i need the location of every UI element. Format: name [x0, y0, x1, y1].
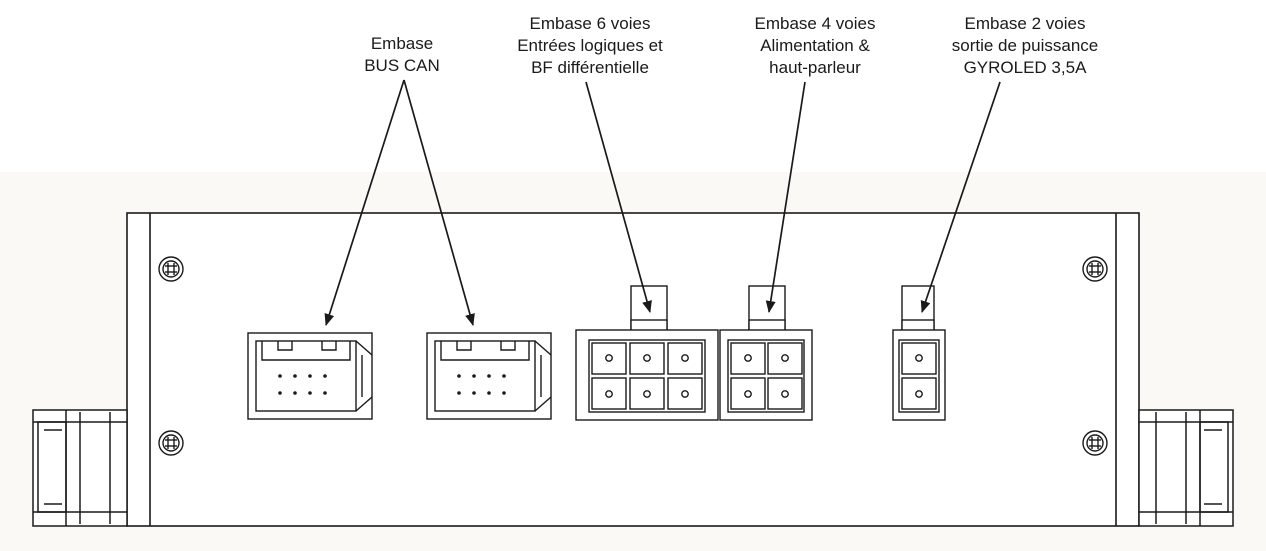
- arrow-can-1: [324, 79, 405, 326]
- arrow-can-2: [403, 79, 475, 326]
- screw-icon: [158, 256, 184, 282]
- label-2-voies: Embase 2 voies sortie de puissance GYROL…: [951, 14, 1099, 77]
- connector-6-voies: [575, 285, 719, 421]
- arrow-4-voies: [765, 81, 806, 313]
- arrow-2-voies: [920, 81, 1001, 313]
- can-connector-2: [426, 332, 552, 420]
- leader-arrows: [324, 79, 1001, 326]
- right-gland: [1138, 409, 1234, 527]
- label-bus-can: Embase BUS CAN: [364, 34, 440, 75]
- screw-icon: [158, 430, 184, 456]
- label-4-voies: Embase 4 voies Alimentation & haut-parle…: [754, 14, 876, 77]
- screw-icon: [1082, 256, 1108, 282]
- can-connector-1: [247, 332, 373, 420]
- connector-2-voies: [892, 285, 946, 421]
- connector-4-voies: [719, 285, 813, 421]
- label-6-voies: Embase 6 voies Entrées logiques et BF di…: [517, 14, 663, 77]
- left-gland: [32, 409, 128, 527]
- screw-icon: [1082, 430, 1108, 456]
- arrow-6-voies: [585, 81, 652, 313]
